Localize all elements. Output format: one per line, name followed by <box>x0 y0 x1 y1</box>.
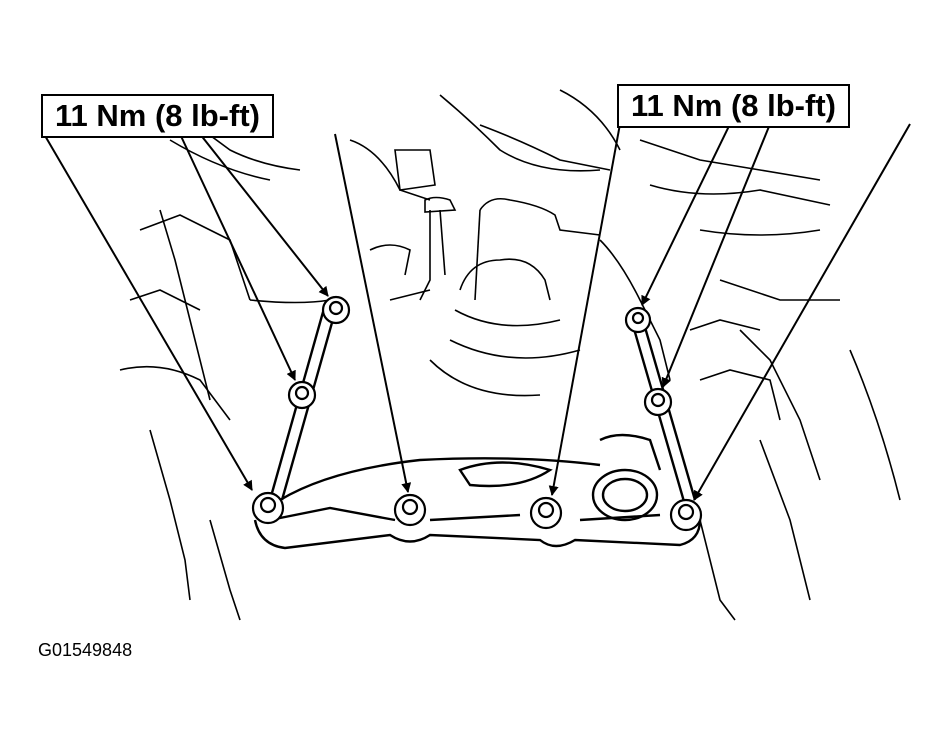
seal-ring <box>591 433 662 522</box>
torque-callout-left: 11 Nm (8 lb-ft) <box>41 94 274 138</box>
bolt-4 <box>393 493 427 527</box>
bolt-5 <box>529 496 563 530</box>
bolt-2 <box>287 380 317 410</box>
oil-pan-flange <box>253 304 702 550</box>
bolt-3 <box>251 491 285 525</box>
torque-callout-right: 11 Nm (8 lb-ft) <box>617 84 850 128</box>
bolt-1 <box>321 295 351 325</box>
bolt-8 <box>643 387 673 417</box>
left-callout-leaders <box>43 133 412 493</box>
right-callout-leaders <box>548 123 911 501</box>
engine-background-sketch <box>119 89 901 621</box>
bolt-6 <box>669 498 703 532</box>
figure-id: G01549848 <box>38 640 133 660</box>
bolt-7 <box>624 306 652 334</box>
bolts <box>251 295 703 532</box>
